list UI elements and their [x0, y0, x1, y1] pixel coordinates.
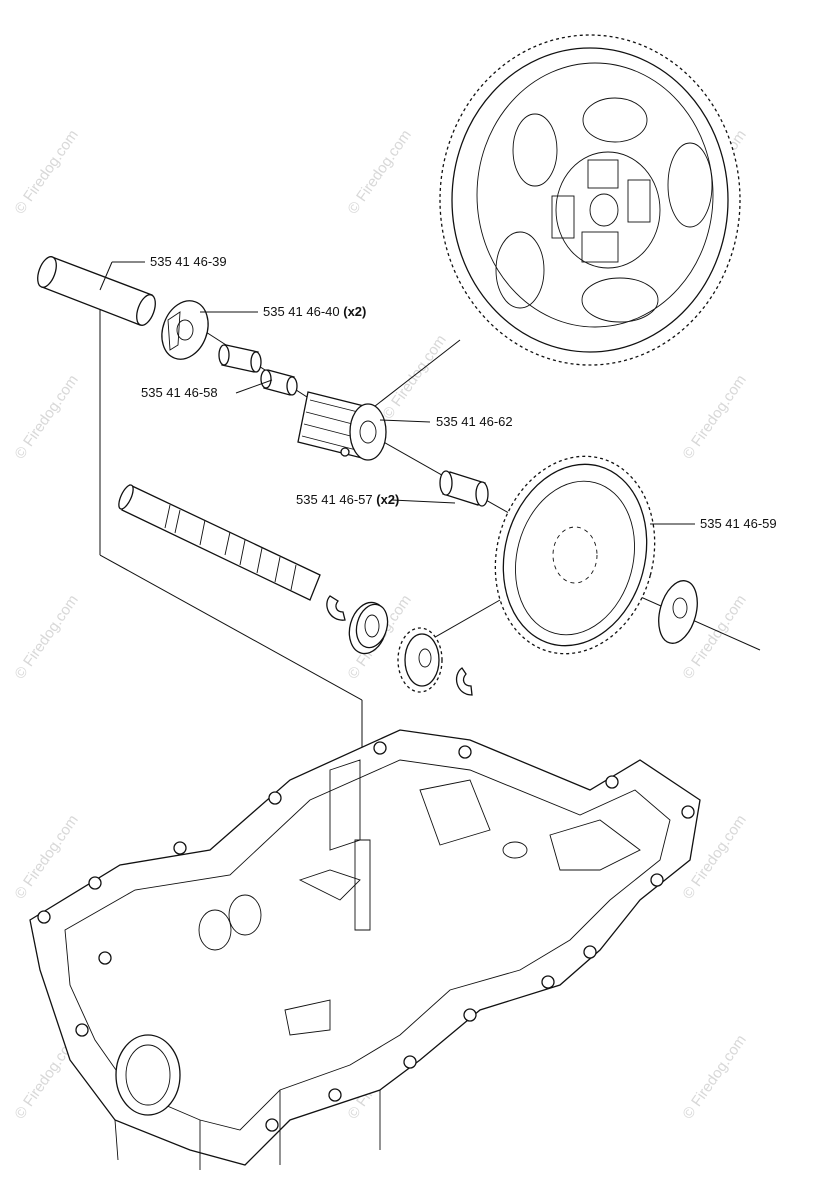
callout-labels: 535 41 46-39 535 41 46-40 (x2) 535 41 46… — [141, 254, 777, 531]
callout-label: 535 41 46-58 — [141, 385, 218, 400]
callout-leaders — [99, 261, 695, 525]
watermark: © Firedog.com — [11, 127, 81, 218]
watermark: © Firedog.com — [679, 372, 749, 463]
thrust-washer-upper — [161, 300, 209, 360]
large-drive-gear — [439, 34, 741, 366]
medium-gear-59 — [494, 455, 656, 655]
watermark: © Firedog.com — [11, 592, 81, 683]
small-spur-gear — [397, 627, 443, 693]
callout-label: 535 41 46-39 — [150, 254, 227, 269]
retaining-clip-lower — [455, 667, 473, 696]
ball-bearing — [348, 601, 389, 655]
callout-label: 535 41 46-62 — [436, 414, 513, 429]
callout-label: 535 41 46-57 (x2) — [296, 492, 399, 507]
watermark: © Firedog.com — [344, 127, 414, 218]
output-shaft — [118, 484, 321, 601]
watermark: © Firedog.com — [379, 332, 449, 423]
shaft-pin — [37, 256, 156, 326]
bushing-58 — [218, 344, 298, 396]
retaining-clip-upper — [326, 595, 346, 621]
bushing-57 — [439, 470, 489, 507]
callout-label: 535 41 46-59 — [700, 516, 777, 531]
transmission-housing — [29, 729, 701, 1170]
watermark: © Firedog.com — [11, 372, 81, 463]
thrust-washer-lower — [658, 580, 698, 644]
pinion-gear-62 — [297, 391, 387, 461]
watermark: © Firedog.com — [11, 812, 81, 903]
watermark: © Firedog.com — [679, 1032, 749, 1123]
callout-label: 535 41 46-40 (x2) — [263, 304, 366, 319]
